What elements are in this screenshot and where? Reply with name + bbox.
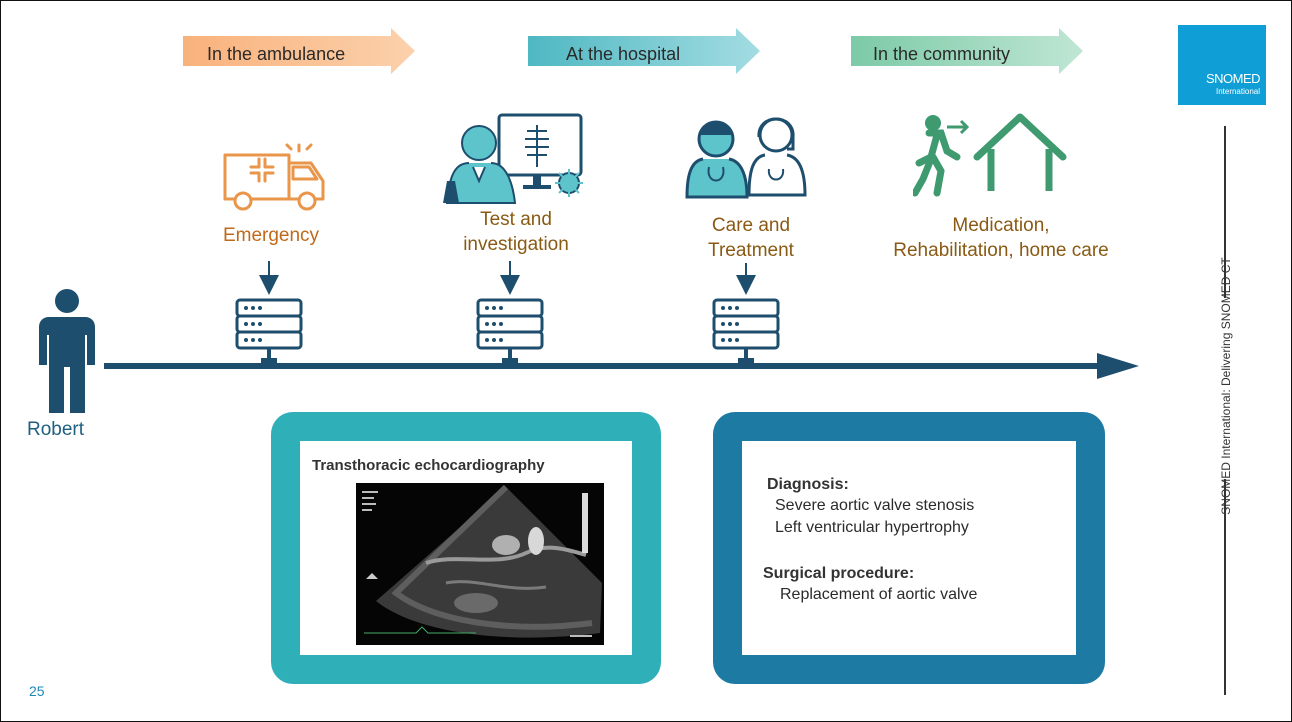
patient-name: Robert <box>27 419 85 440</box>
echo-title: Transthoracic echocardiography <box>312 457 545 474</box>
stage-medication-line2: Rehabilitation, home care <box>893 240 1109 261</box>
divider-line <box>1224 126 1226 298</box>
stage-care-line1: Care and <box>711 215 791 236</box>
diagnosis-panel-content: Diagnosis: Severe aortic valve stenosis … <box>742 441 1076 655</box>
phase-label-hospital: At the hospital <box>566 44 681 64</box>
diagnosis-item: Severe aortic valve stenosis <box>775 497 975 514</box>
logo-subtitle: International <box>1215 87 1260 96</box>
phase-label-community: In the community <box>873 44 1011 64</box>
server-icon <box>712 298 780 367</box>
stage-medication-line1: Medication, <box>952 215 1050 236</box>
walking-person-icon <box>913 115 970 197</box>
procedure-item: Replacement of aortic valve <box>780 586 978 603</box>
person-icon <box>39 289 95 413</box>
phase-arrow-community <box>851 28 1083 74</box>
stage-emergency: Emergency <box>222 225 320 246</box>
phase-arrow-hospital <box>528 28 760 74</box>
diagnosis-heading: Diagnosis: <box>767 476 849 493</box>
stage-care-line2: Treatment <box>708 240 794 261</box>
stage-test-line2: investigation <box>463 234 569 255</box>
lab-xray-icon <box>443 113 583 204</box>
echocardiography-image <box>356 483 604 645</box>
procedure-heading: Surgical procedure: <box>763 565 915 582</box>
phase-arrow-ambulance <box>183 28 415 74</box>
diagnosis-item: Left ventricular hypertrophy <box>775 519 969 536</box>
ambulance-icon <box>223 143 325 211</box>
page-number: 25 <box>29 683 45 699</box>
stage-test-line1: Test and <box>480 209 552 230</box>
doctors-icon <box>685 117 807 199</box>
server-icon <box>235 298 303 367</box>
divider-line <box>1224 479 1226 695</box>
house-icon <box>973 113 1067 191</box>
phase-label-ambulance: In the ambulance <box>207 44 346 64</box>
echo-panel-content: Transthoracic echocardiography <box>300 441 632 655</box>
snomed-logo: SNOMED International <box>1178 25 1266 105</box>
server-icon <box>476 298 544 367</box>
logo-title: SNOMED <box>1205 71 1261 86</box>
